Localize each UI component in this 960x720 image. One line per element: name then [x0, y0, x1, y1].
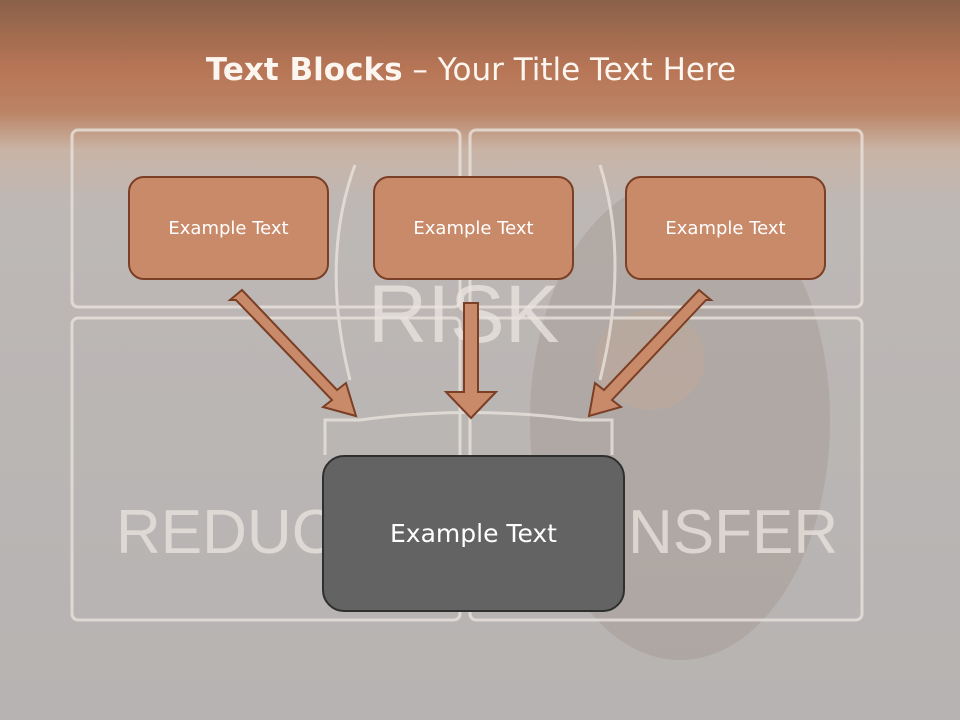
text-block-main: Example Text	[322, 455, 625, 612]
text-block-2: Example Text	[373, 176, 574, 280]
text-block-3: Example Text	[625, 176, 826, 280]
arrow-right	[587, 288, 714, 418]
text-block-1: Example Text	[128, 176, 329, 280]
bg-word-reduce: REDUC	[116, 498, 336, 567]
title-bold: Text Blocks	[205, 52, 403, 88]
arrow-center	[443, 302, 499, 420]
title-rest: – Your Title Text Here	[402, 52, 737, 88]
slide-title: Text Blocks – Your Title Text Here	[0, 52, 942, 88]
bg-word-transfer: NSFER	[628, 498, 838, 567]
arrow-left	[227, 288, 358, 418]
